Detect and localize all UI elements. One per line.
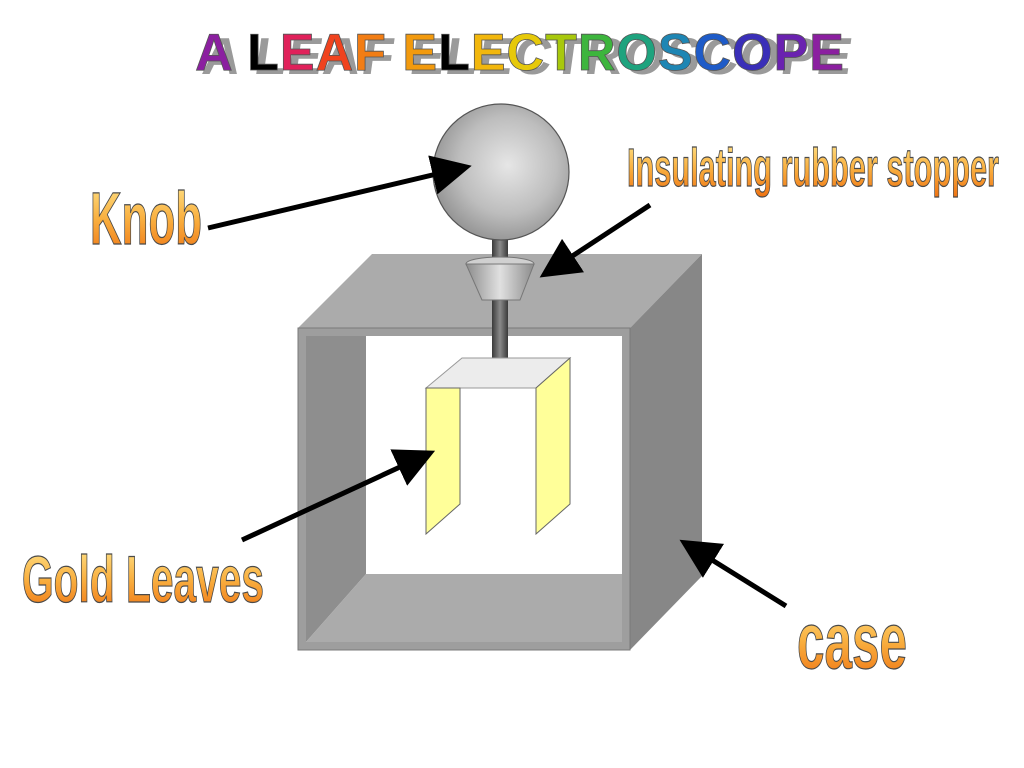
gold-leaf-right [535,356,571,536]
knob-label: Knob [90,177,202,260]
title-letter: P [774,24,810,82]
case-interior-left-wall [306,336,366,642]
leaves-arrow [240,449,436,543]
knob-arrow [207,155,472,231]
title-letter: E [280,24,316,82]
arrows [207,155,788,609]
title-letter [387,24,402,82]
gold-leaves-label: Gold Leaves [22,542,264,616]
title-letter: L [438,24,471,82]
stopper-arrow [539,202,652,278]
case-front-edge [297,327,631,651]
title-letter: C [694,24,733,82]
stopper-label: Insulating rubber stopper [627,138,999,198]
insulating-rubber-stopper [465,263,535,301]
title-shadow: A LEAF ELECTROSCOPE [199,28,857,86]
title-letter: T [545,24,578,82]
title-letter: E [402,24,438,82]
title-letter: E [809,24,845,82]
labels: Knob Insulating rubber stopper Gold Leav… [21,137,999,685]
case-label: case [797,596,907,685]
title-letter: R [578,24,617,82]
case-interior-floor [306,574,622,642]
title-letter: L [247,24,280,82]
title-letter: O [732,24,773,82]
page-title: A LEAF ELECTROSCOPE [195,24,845,82]
title-letter: E [471,24,507,82]
title-letter: F [354,24,387,82]
title-letter: A [195,24,232,82]
title-letter: A [316,24,355,82]
title-letter: O [616,24,657,82]
title-group: A LEAF ELECTROSCOPE A LEAF ELECTROSCOPE [195,24,857,86]
title-letter: C [507,24,546,82]
case-arrow [679,539,788,609]
title-letter: S [658,24,694,82]
title-letter [232,24,247,82]
